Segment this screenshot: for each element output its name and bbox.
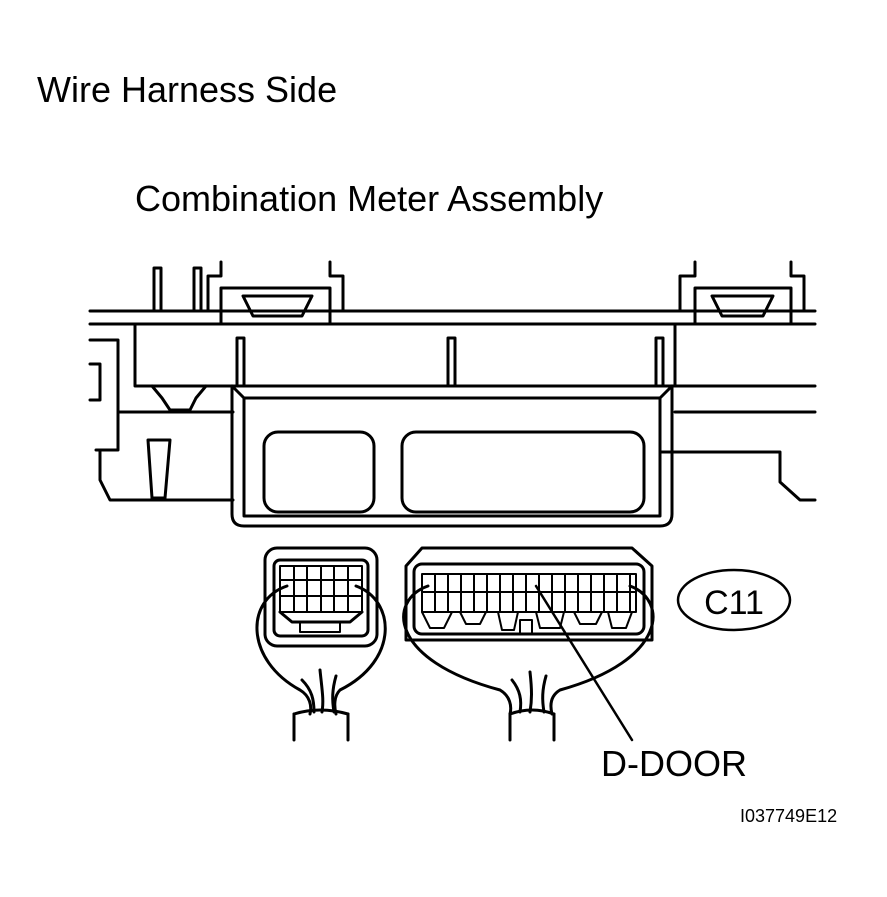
wire-harness — [255, 584, 655, 742]
page-title: Wire Harness Side — [37, 69, 338, 110]
d-door-leader-line — [534, 584, 634, 742]
terminal-label: D-DOOR — [601, 743, 747, 784]
large-connector-c11 — [404, 546, 654, 642]
connector-code-label: C11 — [704, 584, 764, 622]
meter-socket-frame — [230, 336, 674, 528]
assembly-title: Combination Meter Assembly — [135, 178, 604, 219]
small-connector — [263, 546, 379, 648]
meter-housing — [88, 260, 817, 502]
connector-code-ellipse — [676, 568, 792, 632]
figure-id: I037749E12 — [740, 806, 837, 826]
